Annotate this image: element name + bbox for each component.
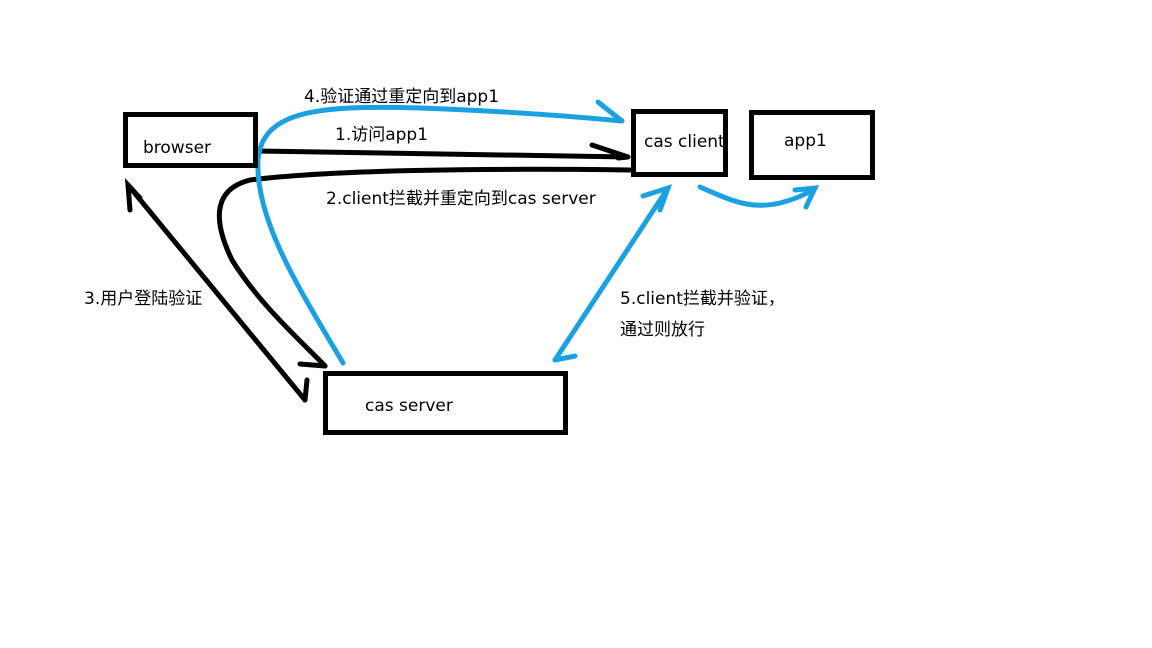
arrow-step5: [552, 184, 673, 363]
node-browser-label: browser: [143, 138, 212, 158]
node-cas-client[interactable]: cas client: [631, 109, 728, 177]
arrow-step1: [255, 142, 631, 161]
node-browser[interactable]: browser: [123, 112, 258, 168]
arrow-step4: [255, 99, 625, 366]
node-app1-label: app1: [784, 131, 827, 151]
arrow-step2: [216, 166, 633, 369]
node-app1[interactable]: app1: [749, 110, 875, 180]
label-step1: 1.访问app1: [335, 125, 429, 145]
label-step4: 4.验证通过重定向到app1: [304, 87, 500, 107]
label-step5-line2: 通过则放行: [620, 320, 705, 340]
node-cas-server[interactable]: cas server: [323, 371, 568, 435]
arrow-client-to-app1: [697, 184, 820, 210]
label-step3: 3.用户登陆验证: [84, 289, 203, 309]
arrow-step3: [124, 177, 310, 403]
label-step5-line1: 5.client拦截并验证，: [620, 289, 785, 309]
node-cas-client-label: cas client: [644, 132, 725, 152]
node-cas-server-label: cas server: [365, 396, 453, 416]
label-step2: 2.client拦截并重定向到cas server: [326, 189, 596, 209]
